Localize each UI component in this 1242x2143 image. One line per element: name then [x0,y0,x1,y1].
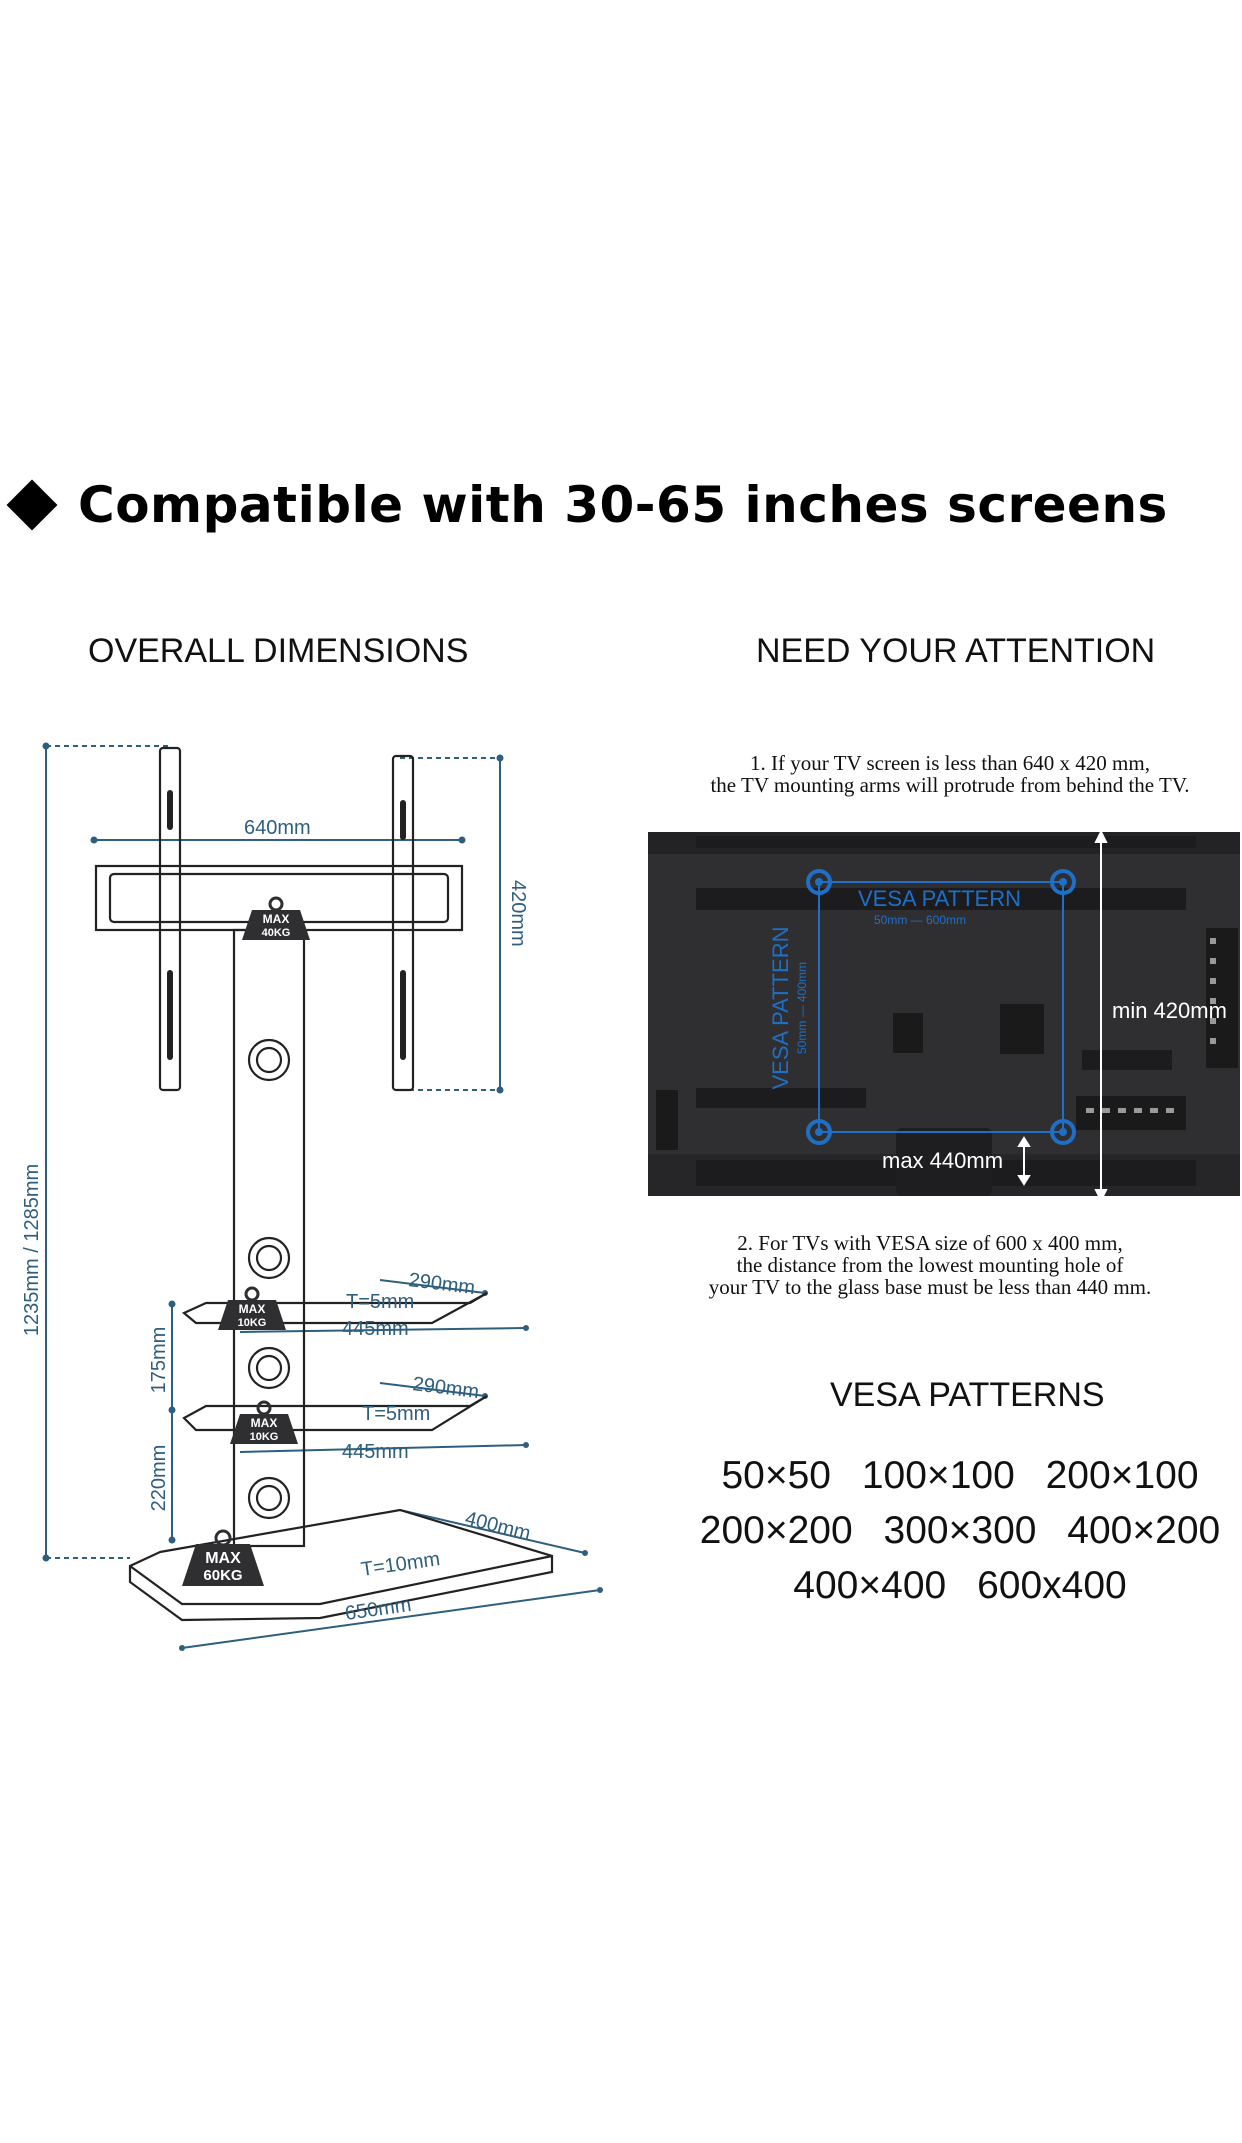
weight-badge-top-load: 40KG [262,927,291,939]
label-total-height: 1235mm / 1285mm [21,1164,43,1336]
label-gap-220: 220mm [148,1445,170,1512]
label-height-420: 420mm [507,880,529,947]
label-shelf2-thickness: T=5mm [362,1403,430,1425]
label-shelf1-width: 445mm [342,1318,409,1340]
stand-dimensions-diagram: MAX 40KG MAX 10KG MAX 10KG MAX 60KG 640m… [21,742,603,1651]
attention-note-1: 1. If your TV screen is less than 640 x … [710,751,1190,797]
vesa-row-3: 400×400 600x400 [793,1564,1127,1607]
vesa-vertical-range: 50mm — 400mm [795,962,809,1054]
weight-badge-shelf1-load: 10KG [238,1317,267,1329]
label-base-width: 650mm [344,1594,413,1625]
label-shelf2-depth: 290mm [411,1373,480,1403]
label-gap-175: 175mm [148,1327,170,1394]
label-width-640: 640mm [244,817,311,839]
tv-rear-vesa-illustration: VESA PATTERN 50mm — 600mm VESA PATTERN 5… [648,829,1240,1203]
label-shelf1-thickness: T=5mm [346,1291,414,1313]
vesa-row-1: 50×50 100×100 200×100 [721,1454,1199,1497]
vesa-horizontal-label: VESA PATTERN [858,886,1021,911]
diamond-bullet-icon [6,479,58,531]
label-shelf2-width: 445mm [342,1441,409,1463]
min-height-label: min 420mm [1112,998,1227,1023]
weight-badge-shelf1-max: MAX [239,1302,266,1316]
vesa-horizontal-range: 50mm — 600mm [874,913,966,927]
overall-dimensions-title: OVERALL DIMENSIONS [88,632,469,670]
label-shelf1-depth: 290mm [407,1269,476,1299]
label-base-thickness: T=10mm [360,1548,442,1581]
headline-text: Compatible with 30-65 inches screens [78,476,1168,534]
weight-badge-base-load: 60KG [203,1567,242,1584]
need-attention-title: NEED YOUR ATTENTION [756,632,1156,670]
headline: Compatible with 30-65 inches screens [0,470,1242,540]
attention-note-2: 2. For TVs with VESA size of 600 x 400 m… [708,1231,1152,1299]
vesa-patterns-list: 50×50 100×100 200×100 200×200 300×300 40… [680,1448,1240,1613]
vesa-patterns-title: VESA PATTERNS [830,1376,1105,1414]
weight-badge-shelf2-max: MAX [251,1416,278,1430]
vesa-vertical-label: VESA PATTERN [768,926,793,1089]
weight-badge-base-max: MAX [205,1550,241,1567]
weight-badge-top-max: MAX [263,912,290,926]
vesa-row-2: 200×200 300×300 400×200 [699,1509,1221,1552]
weight-badge-shelf2-load: 10KG [250,1431,279,1443]
max-distance-label: max 440mm [882,1148,1003,1173]
